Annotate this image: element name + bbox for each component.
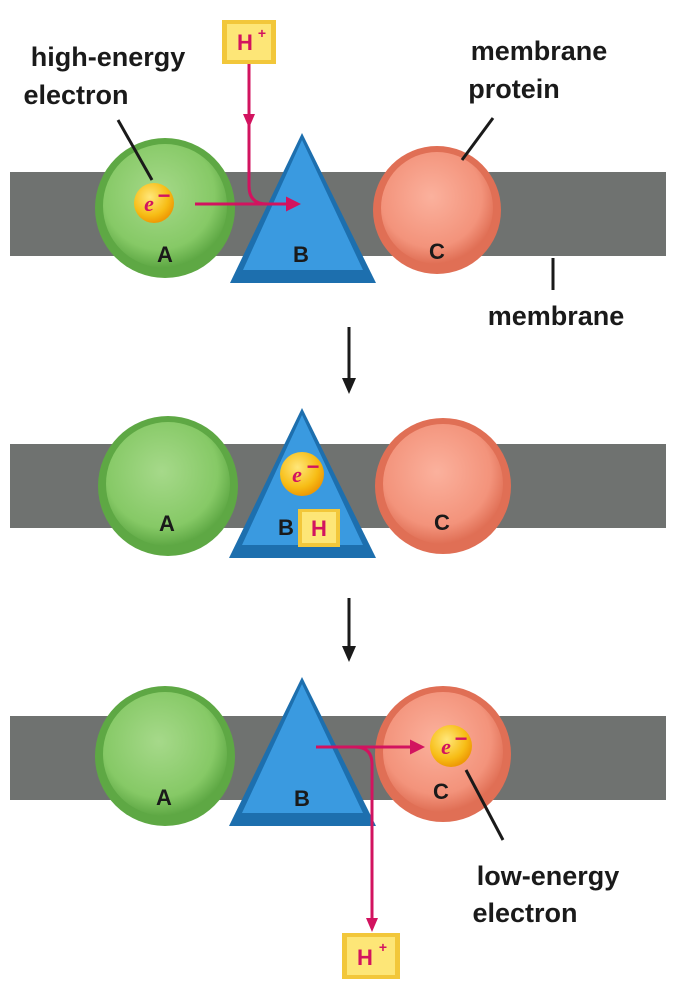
protein-a-label: A (159, 511, 175, 536)
protein-c-label: C (429, 239, 445, 264)
proton-charge: + (258, 25, 266, 41)
electron-charge: − (307, 454, 320, 479)
proton-box: H + (342, 933, 400, 979)
membrane-protein-label-line2: protein (468, 74, 560, 104)
high-energy-label-line2: electron (23, 80, 128, 110)
proton-entry-arrowhead (243, 114, 255, 128)
panel-2: A B C e − H (10, 408, 666, 558)
protein-c: C (373, 146, 501, 274)
protein-b-label: B (294, 786, 310, 811)
proton-exit-arrow (354, 745, 374, 922)
proton-exit-arrowhead (366, 918, 378, 932)
proton-symbol: H (357, 945, 373, 970)
electron: e − (430, 725, 472, 767)
membrane-label: membrane (488, 301, 625, 331)
proton-box: H + (222, 20, 276, 64)
electron-charge: − (158, 183, 171, 208)
protein-a: A (95, 686, 235, 826)
membrane-protein-pointer (460, 117, 495, 161)
proton-symbol: H (237, 30, 253, 55)
protein-c: C (375, 418, 511, 554)
panel-3: A B C e − H + low-energy (10, 677, 666, 979)
protein-b-label: B (293, 242, 309, 267)
low-energy-label-line1: low-energy (477, 861, 620, 891)
proton-symbol: H (311, 516, 327, 541)
low-energy-label-line2: electron (472, 898, 577, 928)
step-arrowhead-1 (342, 378, 356, 394)
proton-box: H (298, 509, 340, 547)
protein-c-label: C (434, 510, 450, 535)
protein-b: B (230, 133, 376, 283)
electron-symbol: e (441, 734, 451, 759)
membrane-protein-label-line1: membrane (471, 36, 608, 66)
protein-b-label: B (278, 515, 294, 540)
low-energy-pointer (464, 769, 505, 841)
electron: e − (280, 452, 324, 496)
electron-charge: − (455, 726, 468, 751)
electron-symbol: e (144, 191, 154, 216)
protein-a: A (98, 416, 238, 556)
proton-charge: + (379, 939, 387, 955)
panel-1: A B C e − H + (10, 20, 666, 331)
electron-symbol: e (292, 462, 302, 487)
protein-a-label: A (156, 785, 172, 810)
step-arrowhead-2 (342, 646, 356, 662)
protein-b: B (229, 677, 376, 826)
proton-entry-arrow (247, 64, 296, 206)
electron: e − (134, 183, 174, 223)
high-energy-label-line1: high-energy (31, 42, 186, 72)
protein-a-label: A (157, 242, 173, 267)
protein-c-label: C (433, 779, 449, 804)
high-energy-pointer (116, 119, 154, 181)
